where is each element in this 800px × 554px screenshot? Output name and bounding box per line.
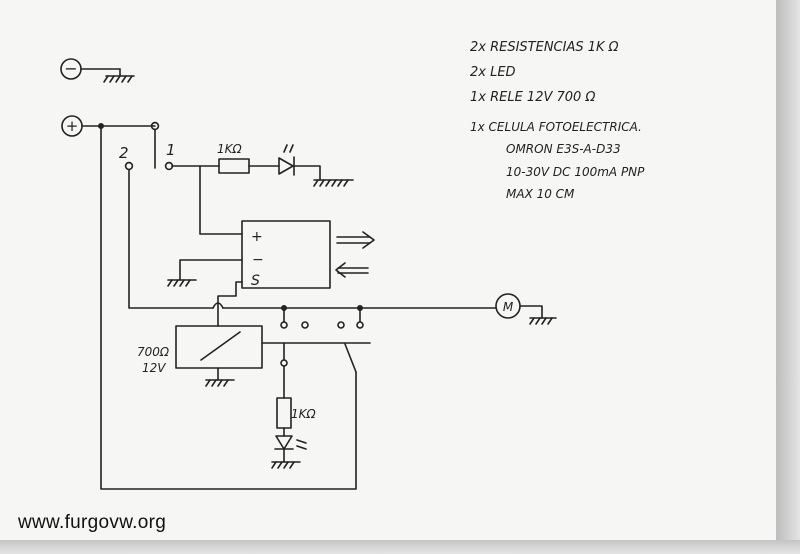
switch-position-2-label: 2 [119,144,129,162]
ground-relay [205,379,235,387]
negative-terminal [60,58,135,83]
relay-voltage-label: 12V [142,361,166,375]
relay-coil [175,325,263,369]
ground-led-bottom [271,461,301,469]
sheet-edge-right [776,0,800,554]
watermark: www.furgovw.org [18,512,167,533]
led-top [278,144,295,176]
ground-sensor [167,279,197,287]
ground-led-top [313,179,354,187]
wire-sensor-minus [179,259,243,281]
wire-positive-rail [100,125,357,490]
parts-list-item: OMRON E3S-A-D33 [506,142,621,156]
resistor-top [218,158,250,174]
positive-terminal-label: + [66,117,79,135]
resistor-top-label: 1KΩ [217,142,243,156]
sensor-minus-label: − [252,252,264,268]
resistor-bottom [276,397,292,429]
negative-terminal-label: − [64,59,77,78]
parts-list-item: 2x RESISTENCIAS 1K Ω [470,40,619,55]
parts-list-item: MAX 10 CM [506,187,575,201]
wire-sensor-signal [217,281,243,327]
relay-resistance-label: 700Ω [137,345,170,359]
relay-contacts [261,304,371,373]
sensor-signal-label: S [251,273,260,289]
photoelectric-sensor [241,220,331,289]
ground-motor [529,317,557,325]
switch-position-1-label: 1 [166,141,176,159]
wire-position-2 [128,169,214,309]
sensor-receiver-arrows [335,262,369,278]
motor-label: M [503,300,514,314]
parts-list-item: 2x LED [470,65,516,80]
parts-list-item: 1x RELE 12V 700 Ω [470,90,595,105]
parts-list: 2x RESISTENCIAS 1K Ω 2x LED 1x RELE 12V … [470,40,645,201]
resistor-bottom-label: 1KΩ [291,407,317,421]
wire-sensor-plus [199,165,243,235]
sheet-edge-bottom [0,540,800,554]
parts-list-item: 1x CELULA FOTOELECTRICA. [470,120,642,134]
sensor-plus-label: + [251,229,263,245]
circuit-schematic: − + 1 2 1KΩ + − S M 700Ω 12V 1KΩ 2x RESI… [60,40,645,490]
led-bottom [274,435,307,450]
sensor-emitter-arrows [336,231,375,249]
parts-list-item: 10-30V DC 100mA PNP [506,165,645,179]
